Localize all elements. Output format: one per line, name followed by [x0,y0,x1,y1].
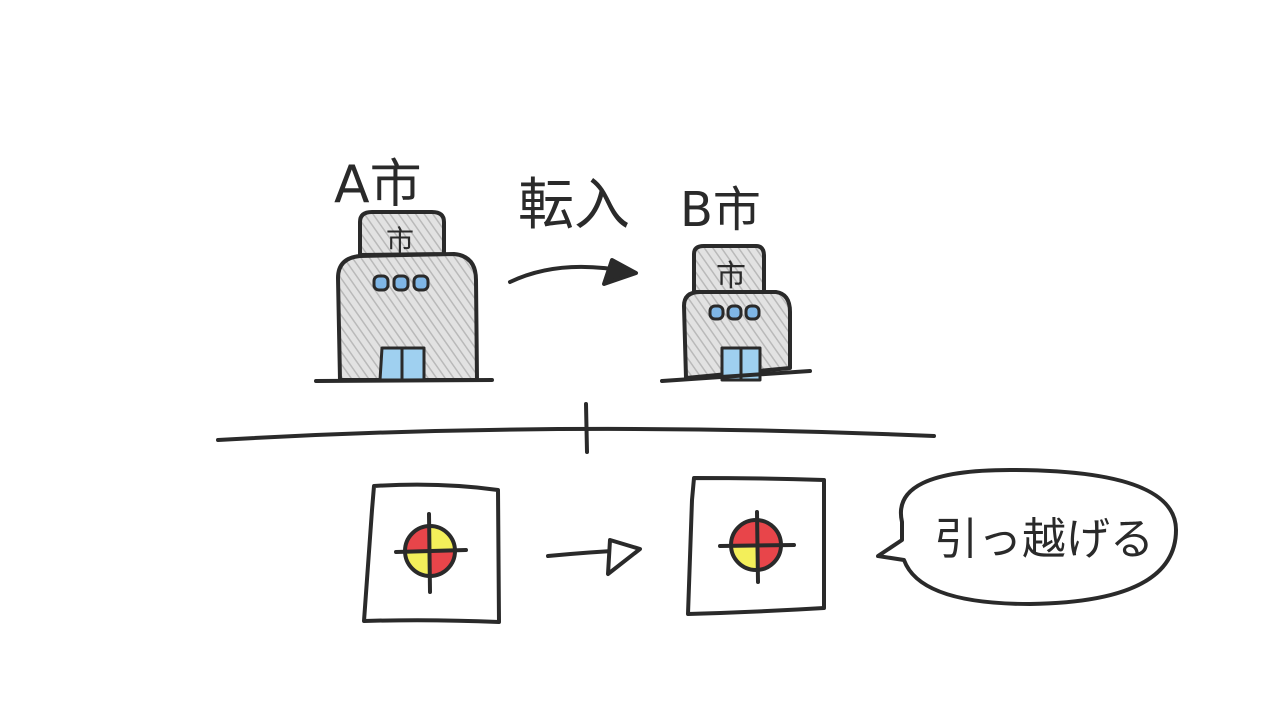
city-b-building-top [692,244,766,294]
city-a-sign: 市 [386,224,414,257]
divider [216,402,936,454]
speech-text: 引っ越げる [934,514,1154,565]
city-b-ground [660,369,812,383]
speech-bubble [876,468,1178,606]
seal-card-after [686,476,826,616]
city-b-windows [708,304,761,321]
city-a-building-top [358,210,446,257]
city-a-label: A市 [334,155,422,215]
city-a-windows [372,274,430,292]
card-arrow [546,538,642,576]
city-b-building [660,244,812,383]
city-a-building [314,210,494,383]
seal-card-before [362,482,501,624]
move-in-arrow [508,258,638,286]
city-b-sign: 市 [716,259,746,294]
city-a-door [378,346,426,382]
city-b-label: B市 [680,182,761,238]
city-a-ground [314,378,494,383]
move-in-label: 転入 [518,173,630,238]
